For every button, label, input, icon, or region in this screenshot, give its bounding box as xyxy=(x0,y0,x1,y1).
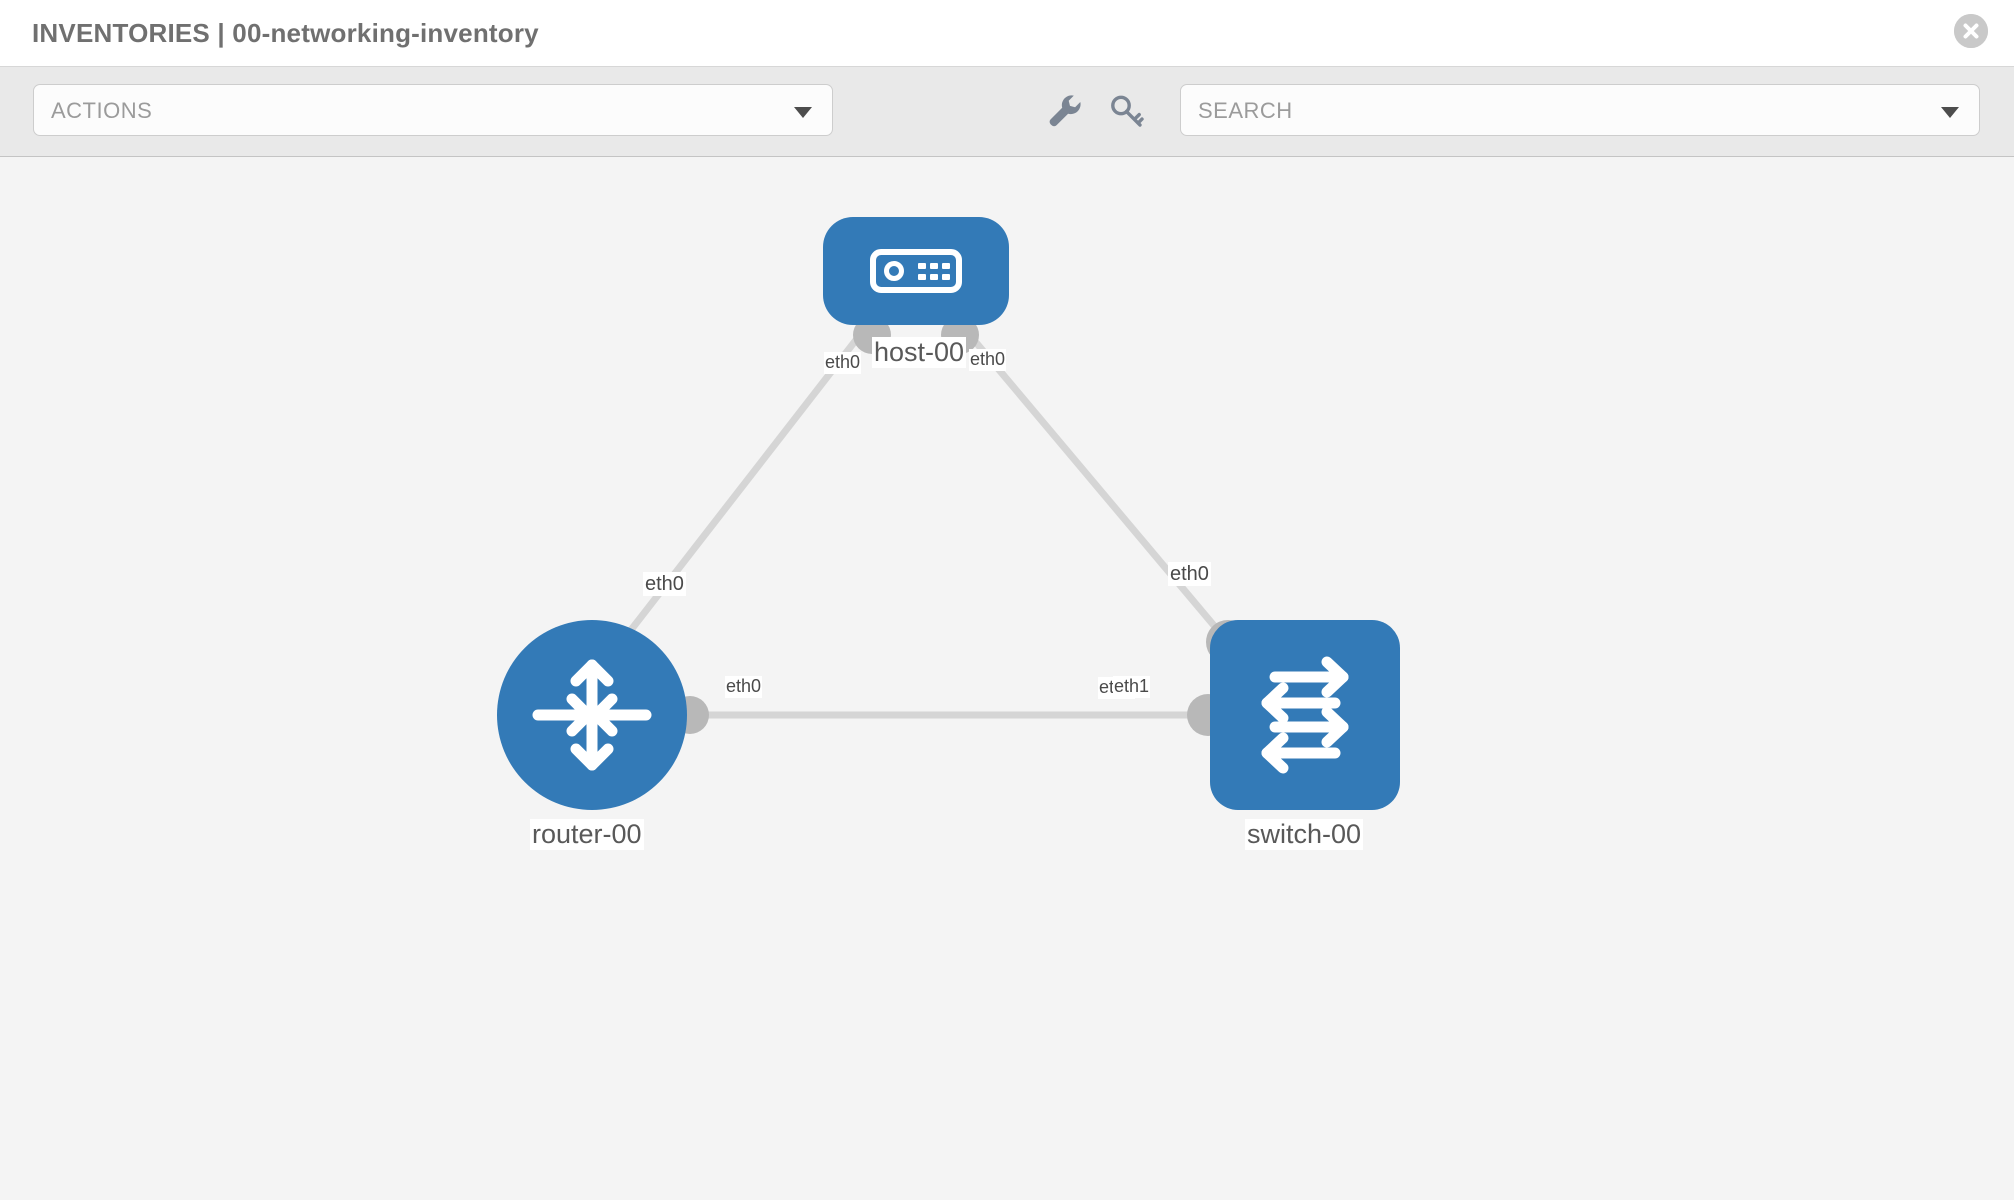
port-label-switch-00-eth1: eth1 xyxy=(1113,676,1151,698)
edge-host-router xyxy=(606,323,870,661)
node-label-switch-00: switch-00 xyxy=(1245,819,1364,851)
edge-label-host-switch: eth0 xyxy=(1168,562,1211,586)
close-icon[interactable] xyxy=(1954,14,1988,48)
topology-graph xyxy=(606,316,1250,736)
node-router-00[interactable] xyxy=(497,620,687,810)
port-label-host-00-right: eth0 xyxy=(969,349,1007,371)
search-input[interactable]: SEARCH xyxy=(1180,84,1980,136)
node-label-router-00: router-00 xyxy=(530,819,644,851)
node-label-host-00: host-00 xyxy=(872,337,967,369)
wrench-icon[interactable] xyxy=(1042,89,1086,133)
port-label-host-00-left: eth0 xyxy=(824,352,862,374)
key-icon[interactable] xyxy=(1105,89,1149,133)
node-switch-00[interactable] xyxy=(1210,620,1400,810)
page-header: INVENTORIES | 00-networking-inventory xyxy=(0,0,2014,67)
edge-host-switch xyxy=(959,323,1236,651)
chevron-down-icon xyxy=(794,107,812,118)
actions-dropdown[interactable]: ACTIONS xyxy=(33,84,833,136)
topology-ports xyxy=(671,316,1250,736)
topology-canvas[interactable]: host-00 router-00 switch-00 eth0 eth0 et… xyxy=(0,157,2014,1200)
page-title: INVENTORIES | 00-networking-inventory xyxy=(32,18,539,48)
switch-arrows-icon xyxy=(1261,656,1349,774)
search-input-value: SEARCH xyxy=(1198,98,1293,123)
router-arrows-icon xyxy=(532,659,652,771)
toolbar: ACTIONS SEARCH xyxy=(0,67,2014,157)
actions-dropdown-label: ACTIONS xyxy=(51,98,153,123)
node-host-00[interactable] xyxy=(823,217,1009,325)
edge-label-host-router: eth0 xyxy=(643,572,686,596)
port-label-router-00-eth0: eth0 xyxy=(725,676,763,698)
topology-edges xyxy=(606,323,1236,719)
chevron-down-icon xyxy=(1941,107,1959,118)
server-icon xyxy=(870,249,962,293)
